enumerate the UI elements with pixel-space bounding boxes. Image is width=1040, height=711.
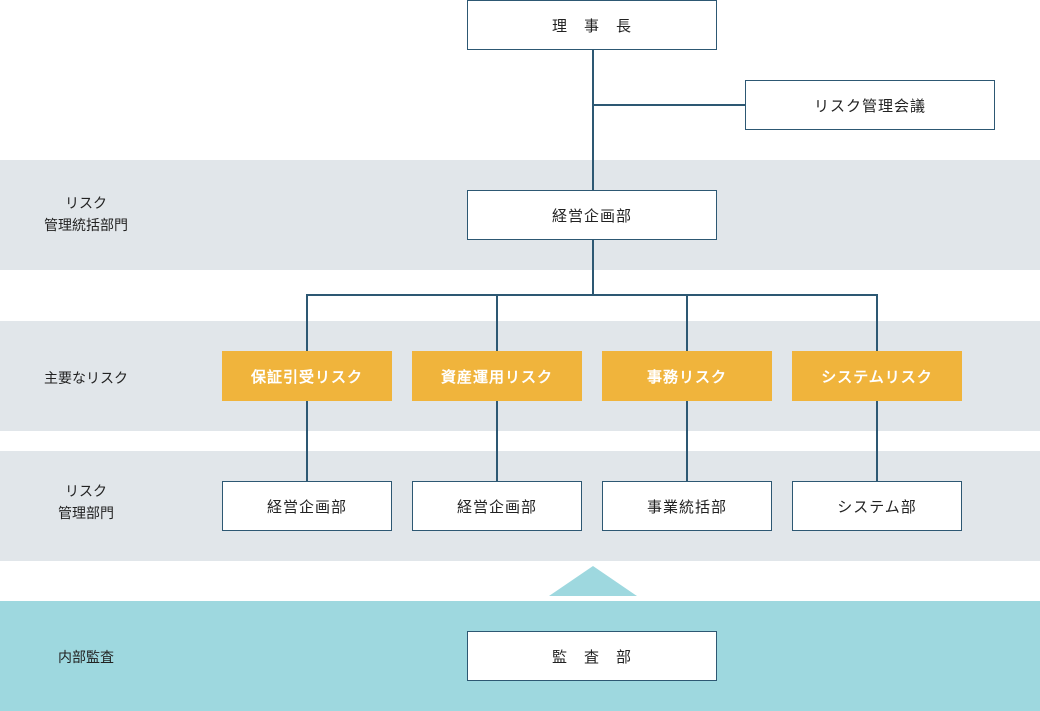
connector-to-risk-committee: [592, 104, 745, 106]
connector-risk-to-dept-2: [496, 400, 498, 481]
node-dept-2: 経営企画部: [412, 481, 582, 531]
node-risk-underwriting: 保証引受リスク: [222, 351, 392, 401]
node-risk-system: システムリスク: [792, 351, 962, 401]
node-risk-operational: 事務リスク: [602, 351, 772, 401]
node-risk-committee: リスク管理会議: [745, 80, 995, 130]
connector-drop-4: [876, 294, 878, 351]
connector-drop-3: [686, 294, 688, 351]
connector-drop-1: [306, 294, 308, 351]
node-dept-4: システム部: [792, 481, 962, 531]
connector-oversight-down: [592, 239, 594, 295]
node-chairman: 理 事 長: [467, 0, 717, 50]
connector-risk-to-dept-4: [876, 400, 878, 481]
connector-horizontal-bus: [306, 294, 878, 296]
node-risk-asset-management: 資産運用リスク: [412, 351, 582, 401]
node-dept-3: 事業統括部: [602, 481, 772, 531]
row-label-risk-oversight: リスク 管理統括部門: [44, 196, 128, 234]
row-label-risk-management: リスク 管理部門: [58, 484, 114, 522]
connector-risk-to-dept-1: [306, 400, 308, 481]
audit-arrow-up-icon: [549, 566, 637, 596]
connector-chairman-to-oversight: [592, 49, 594, 190]
node-risk-oversight-unit: 経営企画部: [467, 190, 717, 240]
node-dept-1: 経営企画部: [222, 481, 392, 531]
row-label-internal-audit: 内部監査: [58, 650, 114, 666]
row-label-major-risks: 主要なリスク: [44, 371, 128, 387]
connector-drop-2: [496, 294, 498, 351]
node-internal-audit-unit: 監 査 部: [467, 631, 717, 681]
connector-risk-to-dept-3: [686, 400, 688, 481]
